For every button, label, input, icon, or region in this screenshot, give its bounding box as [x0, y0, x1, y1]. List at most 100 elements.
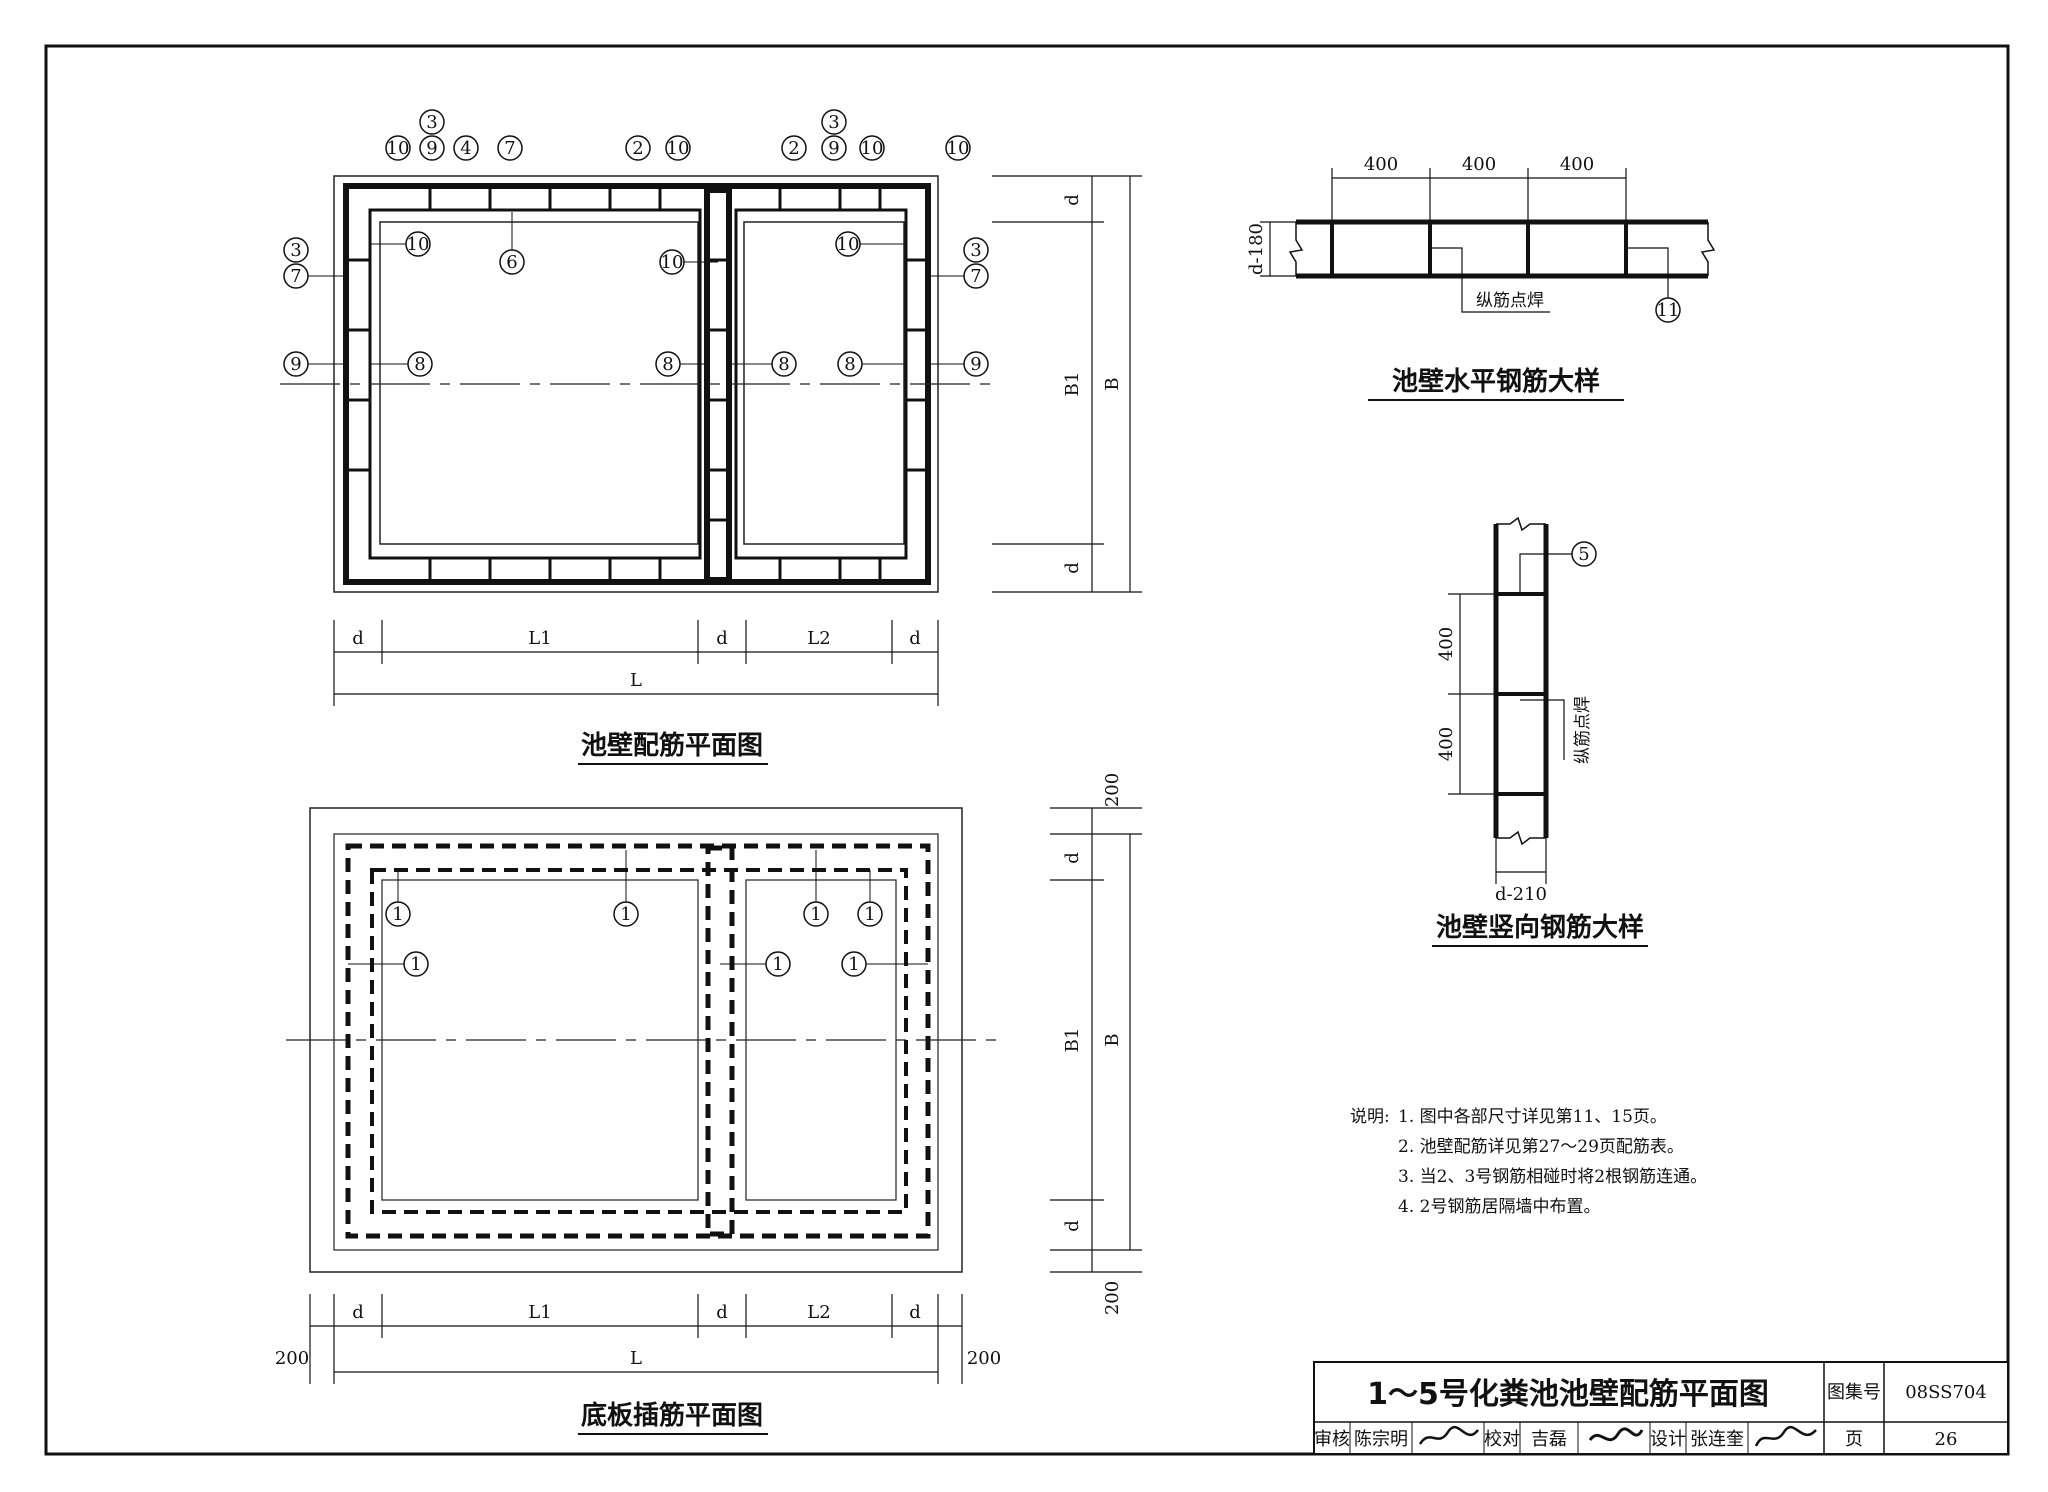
- check-label: 校对: [1484, 1429, 1520, 1450]
- callout-label: 9: [290, 354, 301, 375]
- callout-label: 10: [947, 138, 970, 159]
- wall-dim-d1: d: [352, 628, 364, 649]
- callout-label: 10: [837, 234, 860, 255]
- base-dim-d1: d: [352, 1302, 364, 1323]
- base-dim-v-b1: B1: [1062, 1028, 1083, 1053]
- v-detail-weld-label: 纵筋点焊: [1573, 696, 1593, 764]
- h-detail-spacing-2: 400: [1462, 154, 1496, 175]
- callout-label: 3: [828, 112, 839, 133]
- h-detail-callout: 11: [1657, 300, 1680, 321]
- base-dim-v-200-top: 200: [1102, 773, 1123, 807]
- base-dims-h: [309, 1294, 963, 1384]
- base-dim-v-total: B: [1102, 1033, 1123, 1046]
- wall-dims-h: [333, 620, 939, 706]
- base-partition: [705, 845, 735, 1237]
- callout-label: 10: [387, 138, 410, 159]
- checker-signature: [1588, 1427, 1644, 1442]
- callout-label: 7: [970, 266, 981, 287]
- callout-label: 6: [506, 252, 517, 273]
- note-1: 1. 图中各部尺寸详见第11、15页。: [1398, 1107, 1667, 1127]
- drawing-title: 1～5号化粪池池壁配筋平面图: [1367, 1377, 1769, 1412]
- callout-label: 3: [426, 112, 437, 133]
- callout-label: 8: [844, 354, 855, 375]
- wall-callouts-mid: 8 8 8 8: [370, 351, 906, 377]
- callout-label: 9: [426, 138, 437, 159]
- reviewer-name: 陈宗明: [1354, 1429, 1408, 1450]
- wall-partition: [704, 187, 732, 583]
- wall-callouts-left: 3 7 9: [283, 237, 348, 377]
- note-3: 3. 当2、3号钢筋相碰时将2根钢筋连通。: [1398, 1167, 1707, 1187]
- wall-chamber-2: [743, 221, 905, 545]
- base-dims-v: [1050, 807, 1142, 1273]
- base-wall-outline: [333, 833, 939, 1251]
- v-detail-spacing-1: 400: [1436, 627, 1457, 661]
- callout-label: 8: [414, 354, 425, 375]
- callout-label: 10: [861, 138, 884, 159]
- base-dowel-inner: [370, 868, 908, 1214]
- note-4: 4. 2号钢筋居隔墙中布置。: [1398, 1197, 1600, 1217]
- callout-label: 9: [828, 138, 839, 159]
- wall-chamber-1: [379, 221, 699, 545]
- wall-dim-v-d2: d: [1062, 562, 1083, 574]
- base-dowel-outer: [345, 843, 931, 1239]
- base-dim-v-d1: d: [1062, 852, 1083, 864]
- callout-label: 3: [290, 240, 301, 261]
- note-2: 2. 池壁配筋详见第27～29页配筋表。: [1398, 1137, 1684, 1157]
- base-dim-v-d2: d: [1062, 1220, 1083, 1232]
- callout-label: 1: [620, 904, 631, 925]
- wall-dim-v-d1: d: [1062, 194, 1083, 206]
- base-dim-total: L: [630, 1348, 642, 1369]
- callout-label: 2: [632, 138, 643, 159]
- wall-dims-v: [992, 175, 1142, 593]
- page-label: 页: [1845, 1429, 1863, 1450]
- callout-label: 9: [970, 354, 981, 375]
- base-dim-margin-right: 200: [967, 1348, 1001, 1369]
- h-detail-spacing-3: 400: [1560, 154, 1594, 175]
- base-dim-l1: L1: [528, 1302, 551, 1323]
- callout-label: 10: [661, 252, 684, 273]
- v-detail-thickness: d-210: [1495, 884, 1547, 905]
- wall-callouts-right: 3 7 9: [928, 237, 989, 377]
- review-label: 审核: [1314, 1429, 1350, 1450]
- callout-label: 2: [788, 138, 799, 159]
- notes-heading: 说明:: [1350, 1107, 1390, 1127]
- callout-label: 7: [290, 266, 301, 287]
- callout-label: 4: [460, 138, 471, 159]
- base-plan: 1 1 1 1 1 1 1 d L1 d L2 d L 200: [275, 773, 1142, 1435]
- checker-name: 吉磊: [1531, 1429, 1567, 1450]
- notes: 说明: 1. 图中各部尺寸详见第11、15页。 2. 池壁配筋详见第27～29页…: [1350, 1107, 1707, 1217]
- callout-label: 1: [810, 904, 821, 925]
- wall-callouts-top: 10 3 9 4 7 2 10 2 3 9 10 10: [385, 109, 971, 161]
- callout-label: 1: [848, 954, 859, 975]
- reviewer-signature: [1418, 1425, 1479, 1445]
- callout-label: 3: [970, 240, 981, 261]
- callout-label: 10: [667, 138, 690, 159]
- v-detail-spacing-2: 400: [1436, 727, 1457, 761]
- h-detail-weld-label: 纵筋点焊: [1476, 291, 1544, 311]
- wall-dim-l1: L1: [528, 628, 551, 649]
- atlas-number: 08SS704: [1905, 1382, 1987, 1403]
- base-plan-title: 底板插筋平面图: [581, 1400, 763, 1431]
- callout-label: 1: [864, 904, 875, 925]
- wall-dim-d3: d: [909, 628, 921, 649]
- vertical-detail: 400 400 d-210 5 纵筋点焊 池壁竖向钢筋大样: [1432, 516, 1648, 947]
- wall-plan-title: 池壁配筋平面图: [581, 730, 763, 761]
- callout-label: 10: [407, 234, 430, 255]
- v-detail-callout: 5: [1578, 544, 1589, 565]
- designer-name: 张连奎: [1690, 1429, 1744, 1450]
- base-dim-d2: d: [716, 1302, 728, 1323]
- page-number: 26: [1935, 1429, 1958, 1450]
- wall-callouts-inner: 10 6 10 10: [370, 212, 906, 275]
- base-dim-d3: d: [909, 1302, 921, 1323]
- callout-label: 1: [410, 954, 421, 975]
- base-callouts: 1 1 1 1 1 1 1: [348, 850, 928, 977]
- callout-label: 1: [772, 954, 783, 975]
- base-dim-margin-left: 200: [275, 1348, 309, 1369]
- atlas-label: 图集号: [1827, 1382, 1881, 1403]
- sheet-border: [44, 44, 2010, 1456]
- design-label: 设计: [1650, 1429, 1686, 1450]
- base-dim-l2: L2: [807, 1302, 830, 1323]
- wall-dim-v-total: B: [1102, 377, 1123, 390]
- wall-plan: 10 3 9 4 7 2 10 2 3 9 10 10 10 6 10 10: [280, 109, 1142, 765]
